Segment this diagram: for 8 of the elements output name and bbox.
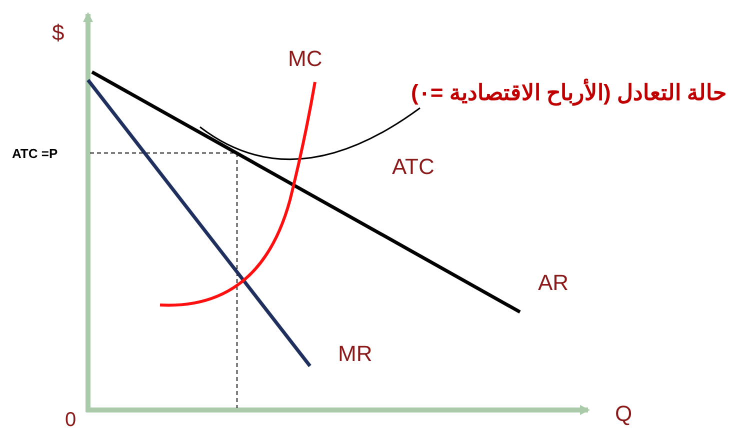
price-label: ATC =P <box>12 147 58 160</box>
curve-label: AR <box>538 272 569 294</box>
curve-label: ATC <box>392 156 434 178</box>
curve-label: MR <box>338 343 372 365</box>
origin-label: 0 <box>65 410 76 429</box>
axis-label: $ <box>52 22 64 44</box>
curve-label: MC <box>288 48 322 70</box>
axis-label: Q <box>615 403 632 425</box>
